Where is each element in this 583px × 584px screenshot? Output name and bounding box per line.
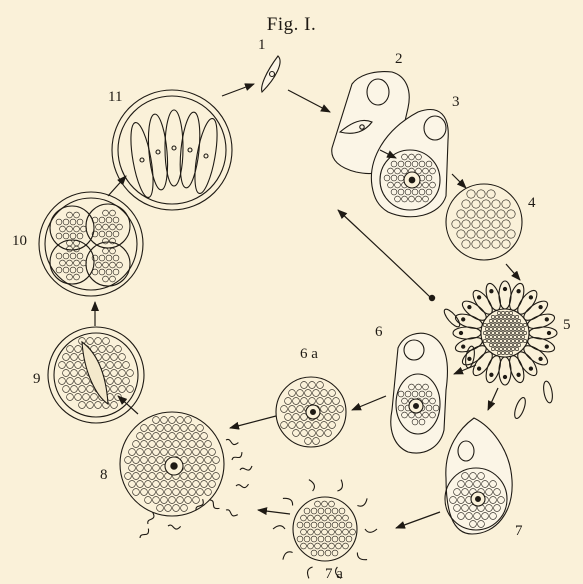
label-stage-7: 7 xyxy=(515,524,523,539)
arrow-10-to-11 xyxy=(108,176,126,196)
label-stage-6: 6 xyxy=(375,325,383,340)
arrow-6a-to-8 xyxy=(230,416,276,428)
stage-6a-macrogamete xyxy=(276,377,346,447)
arrow-7-to-7a xyxy=(396,512,440,528)
label-stage-4: 4 xyxy=(528,196,536,211)
stage-4-schizont xyxy=(446,184,522,260)
label-stage-6a: 6 a xyxy=(300,347,318,362)
arrow-6-to-6a xyxy=(352,396,386,410)
label-stage-11: 11 xyxy=(108,90,122,105)
arrow-4-to-5 xyxy=(506,264,520,280)
label-stage-7a: 7 a xyxy=(325,567,343,582)
label-stage-2: 2 xyxy=(395,52,403,67)
label-stage-3: 3 xyxy=(452,95,460,110)
arrow-7a-to-8 xyxy=(258,510,290,514)
label-stage-8: 8 xyxy=(100,468,108,483)
arrow-5-to-2 xyxy=(338,210,430,297)
stage-7-infected-cell xyxy=(445,418,512,534)
label-stage-10: 10 xyxy=(12,234,27,249)
stage-9-oocyst xyxy=(48,327,144,423)
arrow-start-dot xyxy=(429,295,434,300)
stage-11-capsule xyxy=(112,90,232,210)
stage-10-dividing-oocyst xyxy=(39,192,143,296)
label-stage-5: 5 xyxy=(563,318,571,333)
arrow-3-to-4 xyxy=(452,174,466,188)
label-stage-1: 1 xyxy=(258,38,266,53)
stage-7a-microgametocyte xyxy=(273,480,377,579)
arrow-1-to-2 xyxy=(288,90,330,112)
stage-8-fertilization xyxy=(120,412,252,538)
label-stage-9: 9 xyxy=(33,372,41,387)
stage-1-sporozoite xyxy=(262,56,280,92)
arrow-5-to-7 xyxy=(488,388,498,410)
stage-6-gametocyte xyxy=(391,333,448,453)
arrow-11-to-1 xyxy=(222,84,254,96)
